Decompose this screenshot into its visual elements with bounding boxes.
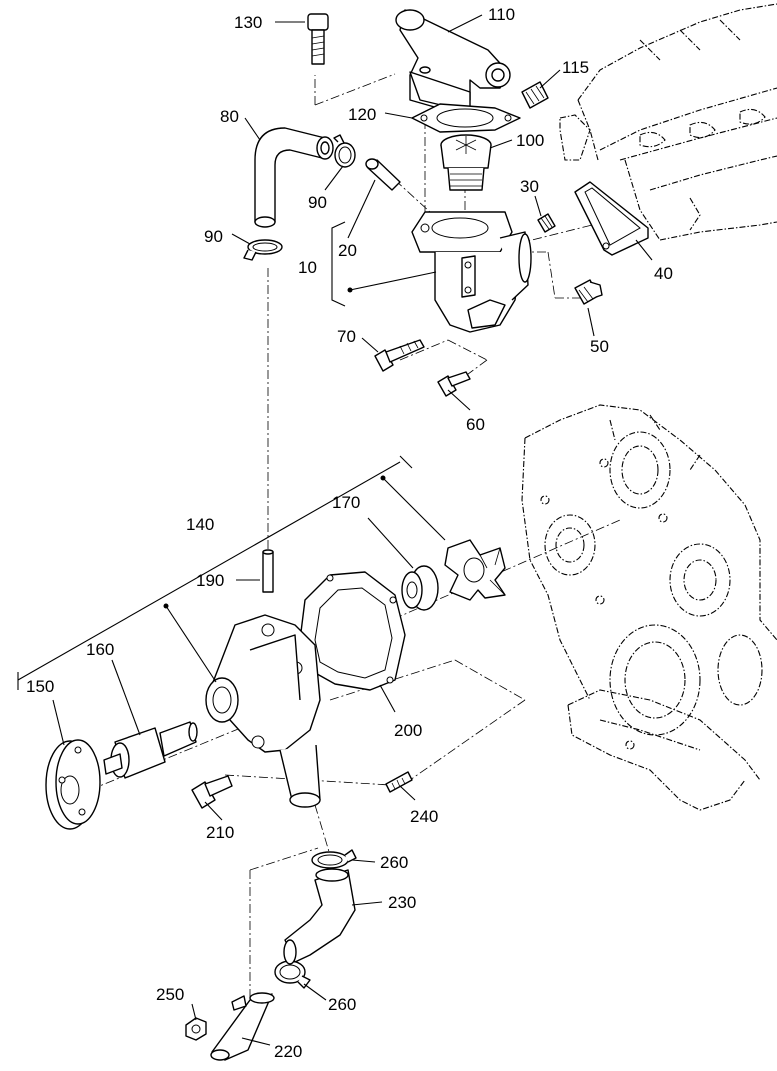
callout-80: 80 xyxy=(220,107,239,126)
part-200-gasket xyxy=(299,571,406,691)
callout-110: 110 xyxy=(488,5,515,24)
part-90-clamp-upper xyxy=(333,134,356,168)
callout-50: 50 xyxy=(590,337,609,356)
callout-150: 150 xyxy=(26,677,54,696)
part-230-water-hose xyxy=(283,868,356,965)
part-130-bolt xyxy=(307,13,329,65)
callout-labels: 130 110 115 120 100 80 90 90 20 10 30 40… xyxy=(26,5,673,1061)
part-60-bolt xyxy=(437,371,471,397)
part-250-nut xyxy=(185,1017,207,1041)
part-50-plug xyxy=(574,279,603,305)
part-140-water-pump xyxy=(205,614,321,808)
callout-170: 170 xyxy=(332,493,360,512)
callout-10: 10 xyxy=(298,258,317,277)
part-210-bolt xyxy=(191,775,233,809)
part-110-thermostat-cover xyxy=(395,9,511,113)
part-240-stud xyxy=(385,771,413,793)
callout-220: 220 xyxy=(274,1042,302,1061)
callout-100: 100 xyxy=(516,131,544,150)
part-260-clamp-lower xyxy=(274,960,311,989)
callout-250: 250 xyxy=(156,985,184,1004)
callout-240: 240 xyxy=(410,807,438,826)
callout-230: 230 xyxy=(388,893,416,912)
leader-lines xyxy=(17,14,653,1046)
callout-260-lower: 260 xyxy=(328,995,356,1014)
part-20-bypass-pipe xyxy=(365,158,401,191)
callout-115: 115 xyxy=(562,58,589,77)
callout-140: 140 xyxy=(186,515,214,534)
part-260-clamp-upper xyxy=(311,849,357,869)
callout-40: 40 xyxy=(654,264,673,283)
callout-160: 160 xyxy=(86,640,114,659)
part-40-gasket xyxy=(574,181,649,256)
callout-200: 200 xyxy=(394,721,422,740)
callout-30: 30 xyxy=(520,177,539,196)
part-190-pipe xyxy=(262,549,274,593)
callout-70: 70 xyxy=(337,327,356,346)
part-80-bypass-hose xyxy=(254,127,334,228)
part-120-gasket xyxy=(411,103,521,133)
callout-190: 190 xyxy=(196,571,224,590)
engine-cylinder-head xyxy=(559,3,777,241)
part-150-pulley-hub xyxy=(45,739,101,830)
callout-20: 20 xyxy=(338,241,357,260)
callout-60: 60 xyxy=(466,415,485,434)
part-160-bearing-shaft xyxy=(103,721,198,779)
callout-260-upper: 260 xyxy=(380,853,408,872)
callout-210: 210 xyxy=(206,823,234,842)
callout-120: 120 xyxy=(348,105,376,124)
part-100-thermostat xyxy=(440,134,492,191)
part-115-plug xyxy=(521,81,549,109)
callout-90-upper: 90 xyxy=(308,193,327,212)
part-30-plug xyxy=(537,213,556,233)
callout-130: 130 xyxy=(234,13,262,32)
part-170-seal xyxy=(401,565,439,611)
part-220-water-pipe xyxy=(210,992,275,1061)
part-10-thermostat-housing xyxy=(411,211,532,333)
part-90-clamp-lower xyxy=(243,239,283,261)
part-70-bolt xyxy=(374,339,425,372)
engine-gear-case xyxy=(521,404,777,811)
part-impeller xyxy=(444,539,506,601)
callout-90-lower: 90 xyxy=(204,227,223,246)
